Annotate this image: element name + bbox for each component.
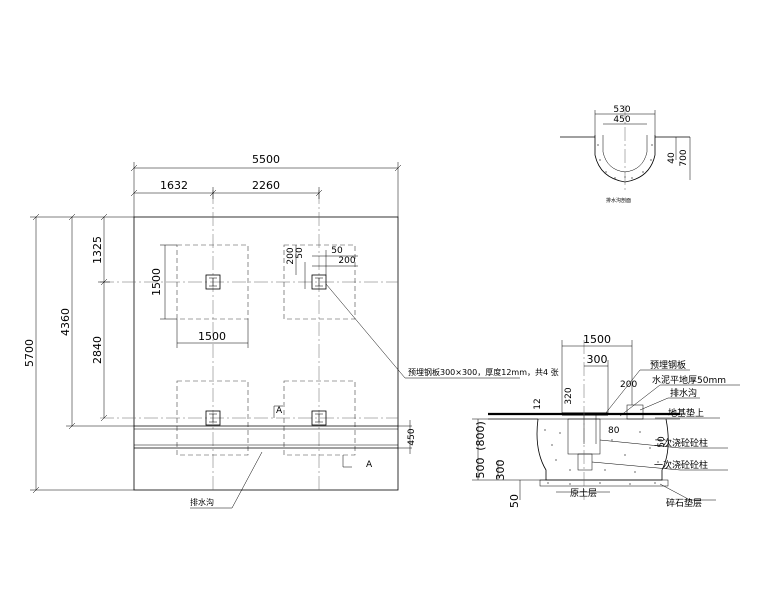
first-pour-column	[577, 453, 593, 471]
dim-top-left-text: 1632	[160, 179, 188, 192]
label-cement-floor: 水泥平地厚50mm	[652, 374, 726, 386]
trench-concrete-hatch	[597, 144, 653, 179]
trench-dim-outer-text: 530	[613, 105, 630, 115]
dim-left-mid-text: 4360	[59, 308, 72, 336]
foundation-section-view: 1500 300 (800) 500 300 50 12 320 80 50 2…	[472, 333, 740, 509]
section-dim-1500-text: 1500	[583, 333, 611, 346]
label-original-soil: 原土层	[570, 487, 597, 499]
plan-boundary	[133, 216, 399, 491]
dim-top-chain: 1632 2260	[130, 179, 323, 199]
section-mark-top: A	[273, 405, 283, 418]
dim-plate-detail: 200 50 50 200	[286, 245, 358, 289]
label-ground-base: 地基垫上	[668, 407, 704, 419]
trench-section-view: 530 450 700 40 排水沟剖面	[560, 105, 691, 204]
section-dim-300-text: 300	[587, 353, 608, 366]
label-first-pour-column: 一次浇砼砼柱	[654, 459, 708, 471]
callout-embedded-plate: 预埋钢板300×300，厚度12mm，共4 张	[325, 283, 559, 379]
plan-view: 5500 1632 2260 5700 4360 1	[23, 153, 559, 509]
section-dim-50-text: 50	[657, 436, 667, 448]
foundation-pad-top-left	[176, 244, 249, 320]
trench-dim-inner-text: 450	[613, 115, 630, 125]
section-dim-200-text: 200	[620, 380, 637, 390]
dim-pad-height-text: 1500	[150, 268, 163, 296]
section-dim-500-text: 500	[474, 458, 487, 479]
trench-section-caption: 排水沟剖面	[606, 197, 631, 204]
section-mark-2-text: A	[366, 460, 373, 470]
dim-left-mid: 4360	[59, 213, 134, 430]
dim-detail-200b-text: 200	[338, 256, 355, 266]
embedded-plate-bottom-left	[205, 410, 221, 426]
dim-trench-width: 450	[398, 420, 417, 454]
section-dim-12-text: 12	[533, 398, 543, 409]
callout-trench: 排水沟	[190, 451, 263, 509]
embedded-plate-top-left	[205, 274, 221, 290]
dim-left-total-text: 5700	[23, 339, 36, 367]
dim-top-total: 5500	[130, 153, 402, 217]
dim-pad-width: 1500	[176, 319, 249, 348]
dim-left-chain: 1325 2840	[91, 213, 110, 422]
section-mark-1-text: A	[276, 406, 283, 416]
dim-top-mid-text: 2260	[252, 179, 280, 192]
section-dim-50b-text: 50	[508, 494, 521, 508]
label-gravel-base: 碎石垫层	[666, 497, 702, 509]
dim-left-top-text: 1325	[91, 236, 104, 264]
section-dim-800-text: (800)	[474, 421, 487, 451]
foundation-pad-outline	[536, 418, 669, 481]
section-dim-320-text: 320	[564, 387, 574, 404]
section-dim-300b-text: 300	[494, 460, 507, 481]
dim-pad-height: 1500	[150, 244, 177, 320]
foundation-pad-bottom-right	[283, 380, 356, 456]
dim-left-total: 5700	[23, 213, 134, 494]
gravel-base-layer	[539, 479, 669, 487]
dim-trench-width-text: 450	[407, 428, 417, 445]
dim-detail-50b-text: 50	[331, 246, 343, 256]
dim-pad-width-text: 1500	[198, 330, 226, 343]
section-dim-80-text: 80	[608, 426, 620, 436]
trench-dim-small-text: 40	[667, 152, 677, 164]
label-trench: 排水沟	[670, 387, 697, 399]
trench-in-section	[626, 404, 644, 420]
callout-trench-text: 排水沟	[190, 497, 214, 507]
section-concrete-hatch	[544, 429, 659, 485]
section-mark-bottom: A	[342, 455, 373, 470]
dim-detail-50a-text: 50	[295, 247, 305, 259]
dim-left-inner-text: 2840	[91, 336, 104, 364]
dim-detail-200a-text: 200	[286, 247, 296, 264]
foundation-pad-top-right	[283, 244, 356, 320]
embedded-plate-bottom-right	[311, 410, 327, 426]
dim-top-total-text: 5500	[252, 153, 280, 166]
callout-plate-text: 预埋钢板300×300，厚度12mm，共4 张	[408, 367, 559, 377]
embedded-plate-top-right	[311, 274, 327, 290]
label-second-pour-column: 二次浇砼砼柱	[654, 437, 708, 449]
drainage-trench-plan	[134, 425, 398, 449]
label-embedded-plate: 预埋钢板	[650, 359, 686, 371]
trench-dim-total-text: 700	[679, 149, 689, 166]
foundation-pad-bottom-left	[176, 380, 249, 456]
